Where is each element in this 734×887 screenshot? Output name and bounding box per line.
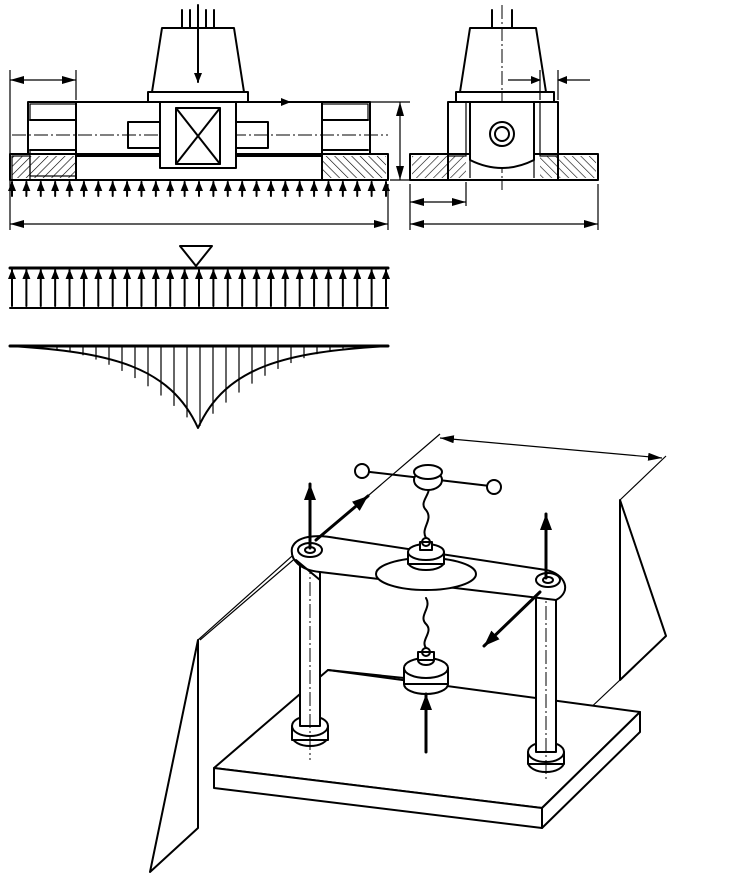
left-stress-diagram: [149, 539, 311, 873]
distributed-load-arrows-section: [7, 181, 390, 197]
lower-hub: [327, 597, 449, 754]
front-section-view: [7, 4, 410, 230]
uniform-load-beam: [7, 245, 390, 309]
isometric-test-rig: [149, 433, 667, 873]
distributed-load-arrows-beam: [7, 269, 390, 307]
loading-column: [147, 4, 249, 103]
loading-crossbar: [290, 485, 567, 601]
right-column: [527, 584, 565, 780]
left-column: [291, 560, 329, 760]
deflection-diagram: [8, 344, 390, 429]
force-arrows: [304, 482, 552, 648]
side-section-view: [409, 5, 599, 230]
deflection-hatching: [56, 346, 344, 427]
top-balance-weight: [354, 463, 502, 495]
